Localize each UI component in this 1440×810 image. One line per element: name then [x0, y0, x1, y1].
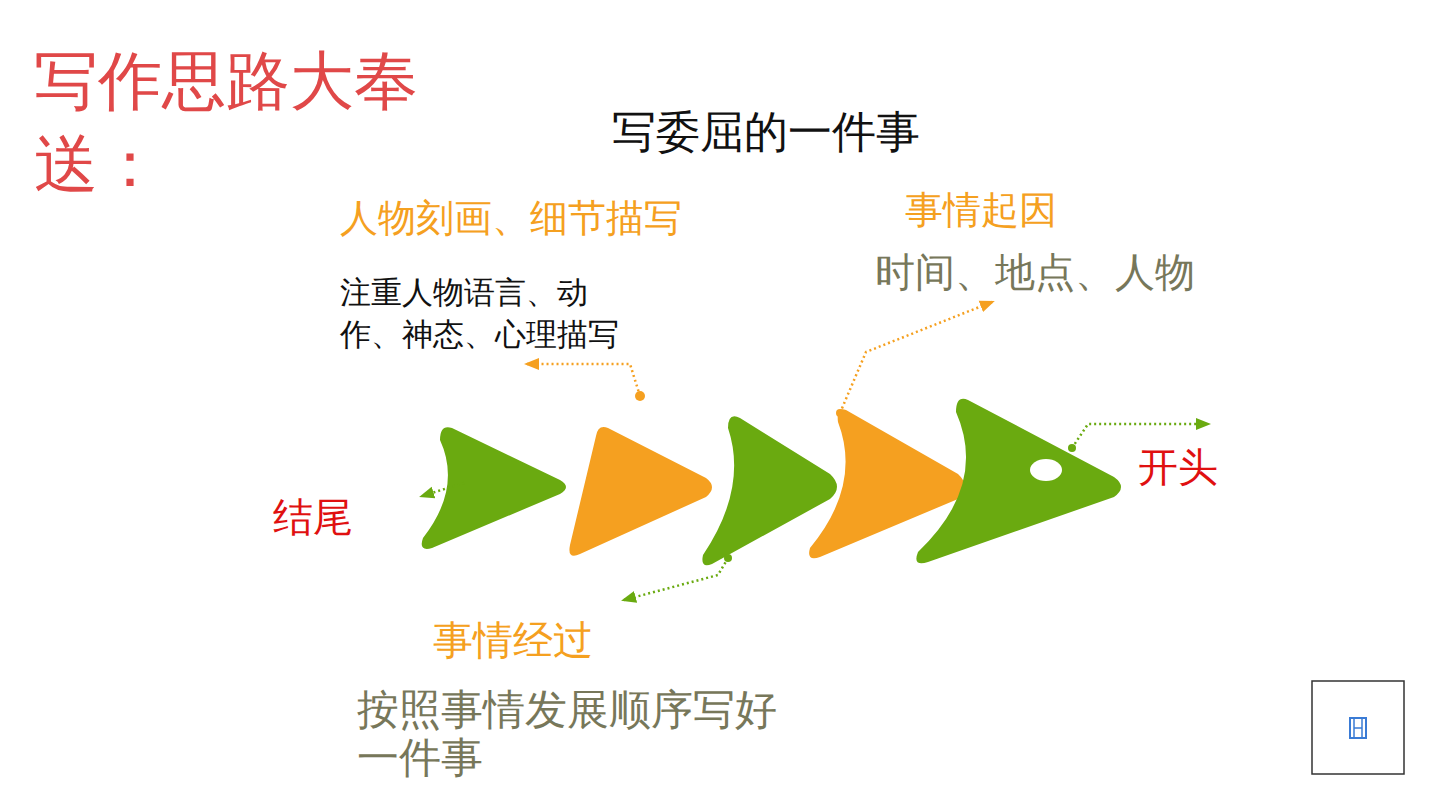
leader-line [422, 483, 464, 496]
leader-dot [1068, 444, 1076, 452]
page-title: 写作思路大奉送： [34, 40, 474, 206]
note-text: 注重人物语言、动作、神态、心理描写 [340, 272, 640, 356]
section-heading: 人物刻画、细节描写 [340, 196, 682, 242]
subtitle: 写委屈的一件事 [612, 106, 920, 159]
end-label: 开头 [1138, 443, 1218, 491]
end-label: 结尾 [273, 493, 353, 541]
leader-line [527, 364, 640, 396]
leader-dot [724, 554, 732, 562]
fish-eye [1030, 459, 1062, 481]
leader-dot [635, 391, 645, 401]
section-heading: 事情起因 [905, 188, 1057, 234]
leader-dot [836, 409, 844, 417]
tail-chevron [422, 427, 566, 549]
section-heading: 事情经过 [433, 616, 593, 664]
note-text: 时间、地点、人物 [875, 248, 1195, 296]
note-text: 按照事情发展顺序写好一件事 [357, 686, 797, 783]
video-icon-box [1312, 681, 1404, 774]
leader-line [840, 302, 992, 413]
body-chevron [569, 427, 712, 556]
chevron-chain [422, 399, 1121, 565]
leader-line [624, 558, 728, 600]
